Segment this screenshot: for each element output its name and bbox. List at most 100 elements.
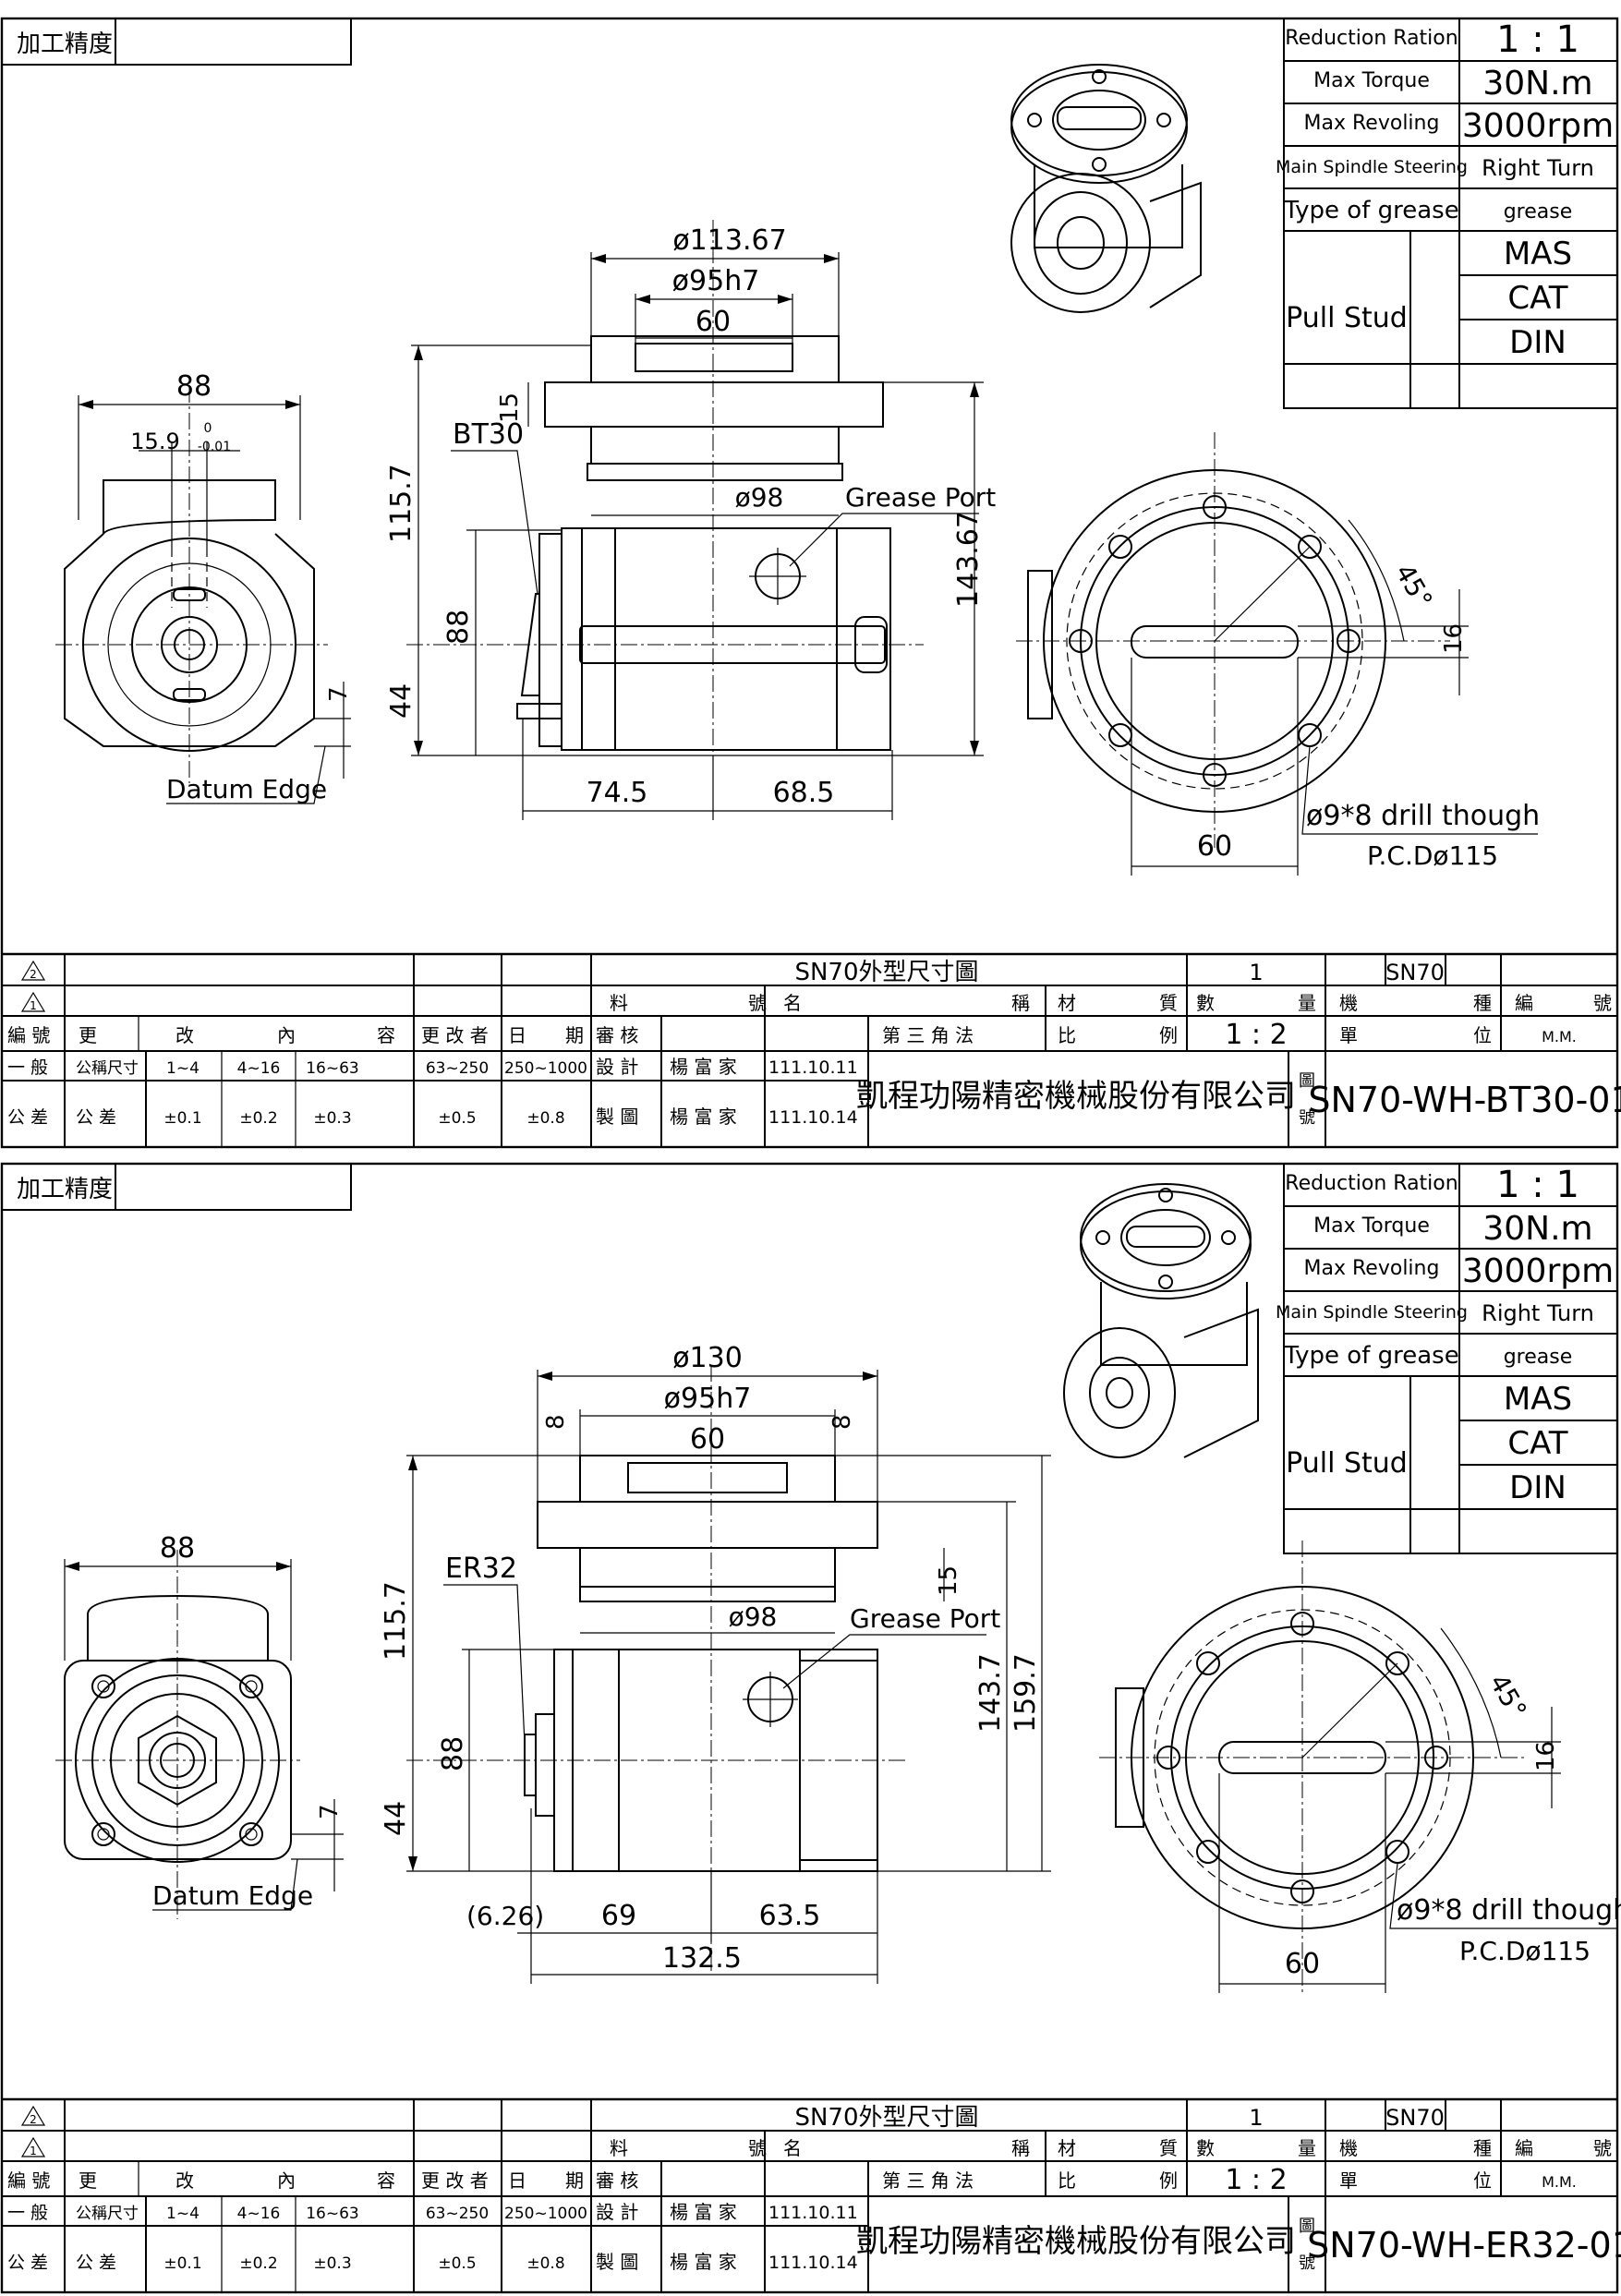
qty-char1: 數 bbox=[1196, 992, 1215, 1014]
tol-range-3: 63~250 bbox=[426, 1059, 489, 1078]
overall-height-dim: 115.7 bbox=[380, 1581, 412, 1661]
left-length-dim: 74.5 bbox=[587, 777, 648, 809]
body-diameter-dim: ø98 bbox=[735, 482, 784, 513]
scale-char2: 例 bbox=[1159, 1024, 1178, 1046]
torque-value: 30N.m bbox=[1482, 65, 1592, 103]
steering-label: Main Spindle Steering bbox=[1276, 157, 1468, 177]
steering-label: Main Spindle Steering bbox=[1276, 1302, 1468, 1323]
tol-value-2: ±0.3 bbox=[313, 2254, 351, 2273]
top-width-dim: 60 bbox=[690, 1423, 725, 1456]
tol-value-1: ±0.2 bbox=[239, 2254, 277, 2273]
row3-modify: 改 bbox=[175, 2169, 194, 2192]
grease-port-label: Grease Port bbox=[845, 482, 996, 513]
scale-char1: 比 bbox=[1058, 2169, 1076, 2192]
overall-height-dim: 115.7 bbox=[385, 464, 417, 543]
bolt-angle-dim: 45° bbox=[1389, 559, 1438, 613]
code-char2: 號 bbox=[1593, 2137, 1612, 2159]
drawing-sheet-bt30: 加工精度 Reduction Ration 1 : 1 Max Torque 3… bbox=[0, 17, 1621, 1151]
isometric-view bbox=[1010, 64, 1202, 313]
drafter-name: 楊 富 家 bbox=[670, 1106, 737, 1128]
tol-value-3: ±0.5 bbox=[438, 1109, 476, 1128]
datum-offset-dim: 7 bbox=[325, 686, 353, 702]
drawing-canvas: 加工精度 Reduction Ration 1 : 1 Max Torque 3… bbox=[0, 17, 1621, 1149]
lower-height-dim: 44 bbox=[380, 1801, 412, 1836]
revolving-label: Max Revoling bbox=[1304, 112, 1440, 135]
grease-label: Type of grease bbox=[1283, 1342, 1458, 1370]
row3-content2: 容 bbox=[377, 2169, 395, 2192]
pull-stud-din: DIN bbox=[1509, 1469, 1567, 1506]
slot-width-dim: 16 bbox=[1440, 623, 1468, 654]
machine-char2: 種 bbox=[1473, 2137, 1492, 2159]
model-value: SN70 bbox=[1385, 2105, 1445, 2131]
unit-char1: 單 bbox=[1339, 2169, 1358, 2192]
name-char2: 稱 bbox=[1011, 992, 1030, 1014]
datum-edge-label: Datum Edge bbox=[166, 774, 327, 804]
tol-diff: 公 差 bbox=[7, 2253, 48, 2273]
tol-diff: 公 差 bbox=[7, 1107, 48, 1128]
tol-diff2: 公 差 bbox=[76, 1107, 116, 1128]
total-length-dim: 143.67 bbox=[952, 511, 985, 608]
tol-range-2: 16~63 bbox=[306, 1059, 359, 1078]
precision-label: 加工精度 bbox=[17, 30, 113, 58]
tol-range-3: 63~250 bbox=[426, 2205, 489, 2223]
grease-label: Type of grease bbox=[1283, 197, 1458, 224]
isometric-view bbox=[1063, 1183, 1259, 1458]
part-no-char2: 號 bbox=[748, 992, 767, 1014]
tol-general: 一 般 bbox=[7, 1057, 48, 1078]
projection-label: 第 三 角 法 bbox=[882, 1024, 974, 1046]
torque-value: 30N.m bbox=[1482, 1210, 1592, 1248]
drawing-no-char1: 圖 bbox=[1299, 2217, 1315, 2236]
bolt-angle-dim: 45° bbox=[1483, 1669, 1532, 1723]
drawn-date: 111.10.14 bbox=[768, 2253, 858, 2273]
pull-stud-din: DIN bbox=[1509, 324, 1567, 361]
tol-range-0: 1~4 bbox=[166, 2205, 200, 2223]
pilot-diameter-dim: ø95h7 bbox=[664, 1383, 752, 1415]
row3-change: 更 bbox=[79, 2169, 97, 2192]
unit-char2: 位 bbox=[1473, 1024, 1492, 1046]
design-date: 111.10.11 bbox=[768, 2203, 858, 2223]
spec-table: Reduction Ration 1 : 1 Max Torque 30N.m … bbox=[1276, 18, 1618, 409]
datum-edge-label: Datum Edge bbox=[152, 1880, 313, 1911]
tol-range-1: 4~16 bbox=[237, 1059, 281, 1078]
pcd-note: P.C.Dø115 bbox=[1459, 1936, 1591, 1966]
drawing-number: SN70-WH-BT30-01 bbox=[1308, 1080, 1621, 1120]
flange-left-dim: 8 bbox=[542, 1414, 570, 1430]
precision-box bbox=[1, 1163, 352, 1211]
tol-value-2: ±0.3 bbox=[313, 1109, 351, 1128]
pull-stud-label: Pull Stud bbox=[1286, 302, 1408, 334]
drawing-no-char1: 圖 bbox=[1299, 1071, 1315, 1091]
precision-box bbox=[1, 18, 352, 66]
reduction-label: Reduction Ration bbox=[1285, 1172, 1458, 1195]
name-char1: 名 bbox=[783, 992, 802, 1014]
unit-char2: 位 bbox=[1473, 2169, 1492, 2192]
pull-stud-mas: MAS bbox=[1504, 1381, 1572, 1418]
top-width-dim: 60 bbox=[696, 306, 731, 338]
grease-value: grease bbox=[1504, 200, 1573, 224]
row3-content1: 內 bbox=[277, 2169, 296, 2192]
tol-value-0: ±0.1 bbox=[163, 1109, 201, 1128]
pull-stud-label: Pull Stud bbox=[1286, 1447, 1408, 1480]
name-char2: 稱 bbox=[1011, 2137, 1030, 2159]
tol-range-4: 250~1000 bbox=[504, 1059, 587, 1078]
material-char1: 材 bbox=[1058, 992, 1076, 1014]
unit-value: M.M. bbox=[1542, 2173, 1577, 2191]
scale-value: 1 : 2 bbox=[1225, 2164, 1287, 2196]
code-char2: 號 bbox=[1593, 992, 1612, 1014]
drawn-label: 製 圖 bbox=[596, 2251, 638, 2273]
offset-dim: (6.26) bbox=[466, 1901, 544, 1931]
tol-value-1: ±0.2 bbox=[239, 1109, 277, 1128]
height-a-dim: 143.7 bbox=[974, 1653, 1007, 1733]
qty-char2: 量 bbox=[1298, 2137, 1316, 2159]
tol-value-4: ±0.8 bbox=[526, 2254, 564, 2273]
unit-value: M.M. bbox=[1542, 1028, 1577, 1045]
company-name: 凱程功陽精密機械股份有限公司 bbox=[856, 2223, 1296, 2260]
tol-range-4: 250~1000 bbox=[504, 2205, 587, 2223]
quantity-value: 1 bbox=[1249, 2105, 1263, 2131]
scale-char1: 比 bbox=[1058, 1024, 1076, 1046]
pull-stud-cat: CAT bbox=[1507, 1425, 1567, 1462]
drawn-label: 製 圖 bbox=[596, 1106, 638, 1128]
row3-date1: 日 bbox=[508, 1024, 526, 1046]
part-no-char1: 料 bbox=[610, 992, 628, 1014]
reduction-label: Reduction Ration bbox=[1285, 27, 1458, 50]
row3-no: 編 號 bbox=[7, 2169, 50, 2192]
